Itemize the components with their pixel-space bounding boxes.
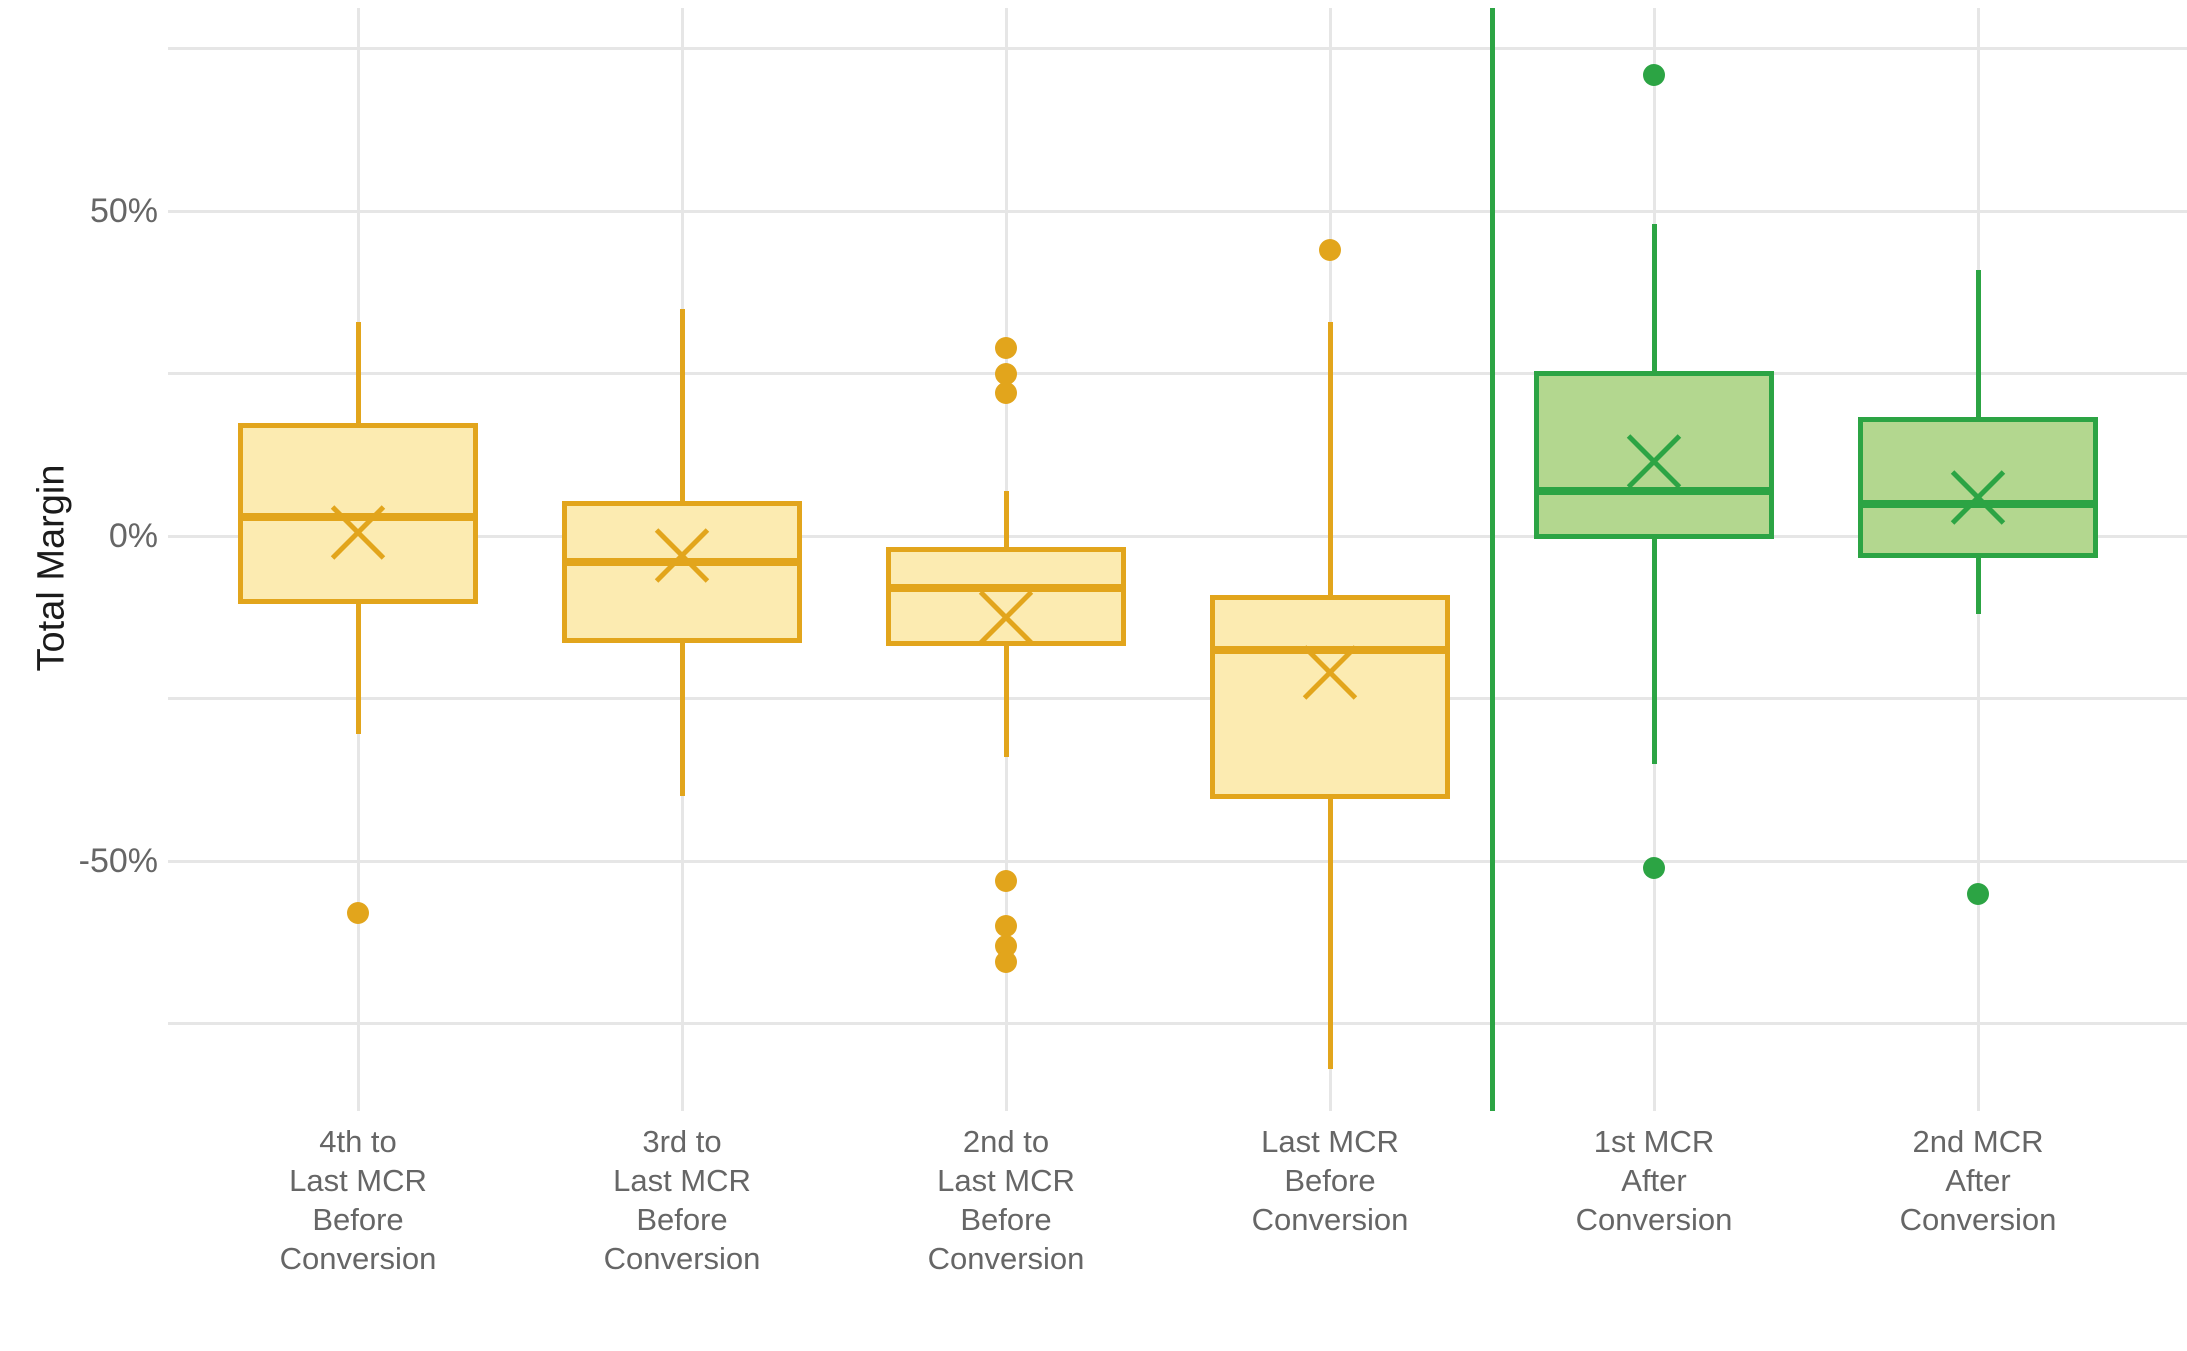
outlier-dot[interactable] — [1643, 63, 1665, 86]
x-axis-label-line: After — [1945, 1163, 2011, 1198]
lower-whisker — [1975, 555, 1981, 614]
outlier-dot[interactable] — [995, 869, 1017, 892]
upper-whisker — [1327, 321, 1333, 598]
outlier-dot[interactable] — [995, 915, 1017, 937]
outlier-dot[interactable] — [1319, 239, 1341, 261]
x-axis-label-line: Before — [636, 1202, 728, 1237]
x-axis-label-line: Last MCR — [613, 1163, 751, 1198]
lower-whisker — [355, 601, 361, 735]
x-axis-label-line: Conversion — [603, 1241, 761, 1276]
median-line — [562, 558, 802, 566]
horizontal-gridline — [168, 47, 2187, 50]
lower-whisker — [679, 640, 685, 796]
mean-x-marker — [978, 589, 1034, 645]
horizontal-gridline — [168, 697, 2187, 700]
box-rect[interactable] — [886, 546, 1126, 646]
mean-x-marker — [1626, 433, 1682, 489]
upper-whisker — [679, 308, 685, 504]
y-axis-tick-label: -50% — [78, 842, 158, 880]
outlier-dot[interactable] — [995, 382, 1017, 404]
x-axis-label-line: Conversion — [927, 1241, 1085, 1276]
x-axis-label-line: 1st MCR — [1593, 1124, 1715, 1159]
x-axis-label-line: Conversion — [1251, 1202, 1409, 1237]
mean-x-marker — [1302, 645, 1358, 701]
y-axis-tick-label: 50% — [89, 192, 158, 230]
horizontal-gridline — [168, 372, 2187, 375]
x-axis-label-line: 3rd to — [642, 1124, 722, 1159]
y-axis-tick-label: 0% — [108, 517, 158, 555]
median-line — [1534, 486, 1774, 495]
before-after-separator-line — [1489, 8, 1495, 1111]
upper-whisker — [355, 321, 361, 426]
upper-whisker — [1651, 224, 1657, 374]
box-rect[interactable] — [1858, 416, 2098, 558]
mean-x-marker — [330, 505, 386, 561]
x-axis-label-line: Conversion — [1575, 1202, 1733, 1237]
median-line — [1858, 499, 2098, 508]
upper-whisker — [1003, 490, 1009, 549]
median-line — [238, 512, 478, 521]
x-axis-label-line: Conversion — [279, 1241, 437, 1276]
box-rect[interactable] — [1210, 595, 1450, 799]
median-line — [1210, 645, 1450, 654]
median-line — [886, 584, 1126, 592]
y-axis-title: Total Margin — [30, 464, 73, 672]
horizontal-gridline — [168, 859, 2187, 863]
upper-whisker — [1975, 269, 1981, 419]
outlier-dot[interactable] — [1967, 882, 1989, 905]
box-rect[interactable] — [562, 501, 802, 643]
lower-whisker — [1327, 796, 1333, 1069]
outlier-dot[interactable] — [347, 902, 369, 924]
horizontal-gridline — [168, 1022, 2187, 1025]
x-axis-label-line: 2nd MCR — [1912, 1124, 2044, 1159]
horizontal-gridline — [168, 209, 2187, 213]
lower-whisker — [1003, 643, 1009, 757]
x-axis-label-line: 2nd to — [962, 1124, 1050, 1159]
outlier-dot[interactable] — [995, 950, 1017, 973]
horizontal-gridline — [168, 534, 2187, 538]
mean-x-marker — [654, 528, 710, 584]
x-axis-label-line: Before — [1284, 1163, 1376, 1198]
outlier-dot[interactable] — [1643, 856, 1665, 879]
lower-whisker — [1651, 536, 1657, 764]
x-axis-label-line: After — [1621, 1163, 1687, 1198]
x-axis-label-line: Last MCR — [937, 1163, 1075, 1198]
box-rect[interactable] — [1534, 371, 1774, 539]
mean-x-marker — [1950, 469, 2006, 525]
x-axis-label-line: Before — [960, 1202, 1052, 1237]
x-axis-label-line: Conversion — [1899, 1202, 2057, 1237]
x-axis-label-line: Last MCR — [1261, 1124, 1399, 1159]
outlier-dot[interactable] — [995, 362, 1017, 385]
outlier-dot[interactable] — [995, 336, 1017, 359]
x-axis-label-line: Last MCR — [289, 1163, 427, 1198]
x-axis-label-line: 4th to — [319, 1124, 397, 1159]
x-axis-label-line: Before — [312, 1202, 404, 1237]
